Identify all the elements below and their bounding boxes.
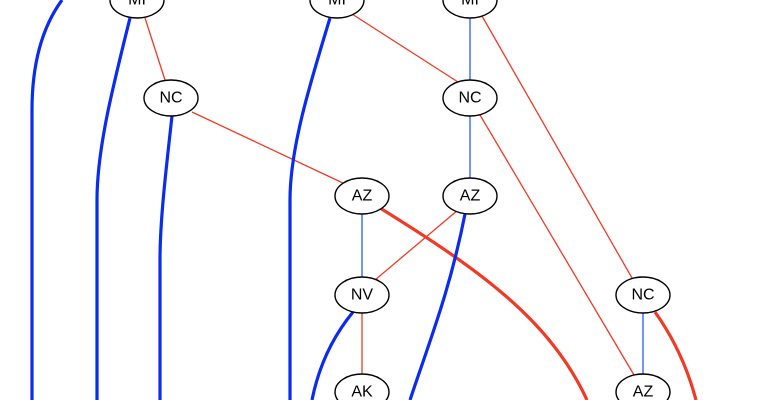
edge-nv-down [310, 310, 355, 400]
node-label: AZ [460, 188, 481, 205]
edges [30, 0, 698, 400]
node-nc-3: NC [615, 276, 671, 314]
edge-offscreen-left [30, 0, 64, 400]
edge-az2-nv [374, 209, 459, 281]
node-label: MI [461, 0, 479, 9]
node-nv: NV [334, 276, 390, 314]
node-label: NC [458, 90, 481, 107]
node-az-1: AZ [334, 177, 390, 215]
edge-nc3-down [653, 311, 698, 400]
node-label: AZ [352, 188, 373, 205]
node-label: AZ [633, 384, 654, 400]
edge-nc1-az1 [191, 111, 346, 185]
node-label: MI [128, 0, 146, 9]
node-label: NC [631, 287, 654, 304]
node-ak: AK [334, 373, 390, 400]
node-label: AK [351, 384, 373, 400]
edge-nc2-az3 [479, 114, 635, 376]
edge-mi2-down [288, 17, 332, 400]
node-nc-1: NC [143, 79, 199, 117]
edge-mi1-nc1 [144, 17, 166, 81]
edge-mi3-nc3 [481, 15, 633, 279]
node-label: MI [328, 0, 346, 9]
node-mi-1: MI [109, 0, 165, 19]
edge-az2-down [408, 213, 467, 400]
node-label: NC [159, 90, 182, 107]
node-nc-2: NC [442, 79, 498, 117]
node-mi-2: MI [309, 0, 365, 19]
node-label: NV [351, 287, 374, 304]
node-mi-3: MI [442, 0, 498, 19]
nodes: MI MI MI NC NC AZ AZ NV NC AK AZ [109, 0, 671, 400]
node-az-3: AZ [615, 373, 671, 400]
node-az-2: AZ [442, 177, 498, 215]
edge-az1-down-right [379, 206, 589, 400]
edge-mi1-down [95, 17, 132, 400]
edge-mi2-nc2 [351, 13, 459, 83]
edge-nc1-down [158, 115, 174, 400]
